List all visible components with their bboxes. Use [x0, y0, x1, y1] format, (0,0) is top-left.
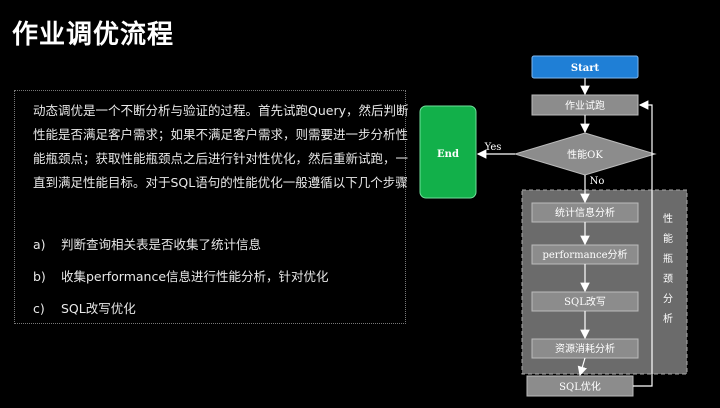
- step-item: c) SQL改写优化: [33, 299, 329, 331]
- bottleneck-char: 析: [663, 312, 673, 325]
- analysis-label: 统计信息分析: [555, 206, 615, 219]
- step-text: 判断查询相关表是否收集了统计信息: [60, 237, 261, 252]
- bottleneck-vertical-label: 性 能 瓶 颈 分 析: [663, 212, 673, 325]
- no-label: No: [590, 176, 605, 187]
- steps-list: a) 判断查询相关表是否收集了统计信息 b) 收集performance信息进行…: [33, 235, 329, 331]
- description-panel: 动态调优是一个不断分析与验证的过程。首先试跑Query，然后判断性能是否满足客户…: [14, 90, 409, 324]
- bottleneck-char: 能: [663, 232, 673, 245]
- yes-label: Yes: [484, 142, 502, 153]
- step-item: a) 判断查询相关表是否收集了统计信息: [33, 235, 329, 267]
- flow-arrows: [476, 78, 653, 387]
- decision-label: 性能OK: [567, 148, 603, 161]
- analysis-label: performance分析: [542, 248, 627, 261]
- sql-optimize-label: SQL优化: [559, 380, 601, 393]
- page-title: 作业调优流程: [12, 20, 175, 50]
- step-marker: b): [33, 269, 46, 284]
- analysis-label: 资源消耗分析: [555, 342, 615, 355]
- start-label: Start: [571, 63, 600, 74]
- trial-run-label: 作业试跑: [565, 99, 605, 112]
- bottleneck-char: 分: [663, 293, 673, 305]
- step-marker: a): [33, 237, 46, 252]
- description-text: 动态调优是一个不断分析与验证的过程。首先试跑Query，然后判断性能是否满足客户…: [33, 103, 409, 190]
- step-text: SQL改写优化: [60, 301, 136, 316]
- bottleneck-char: 颈: [663, 273, 673, 285]
- step-text: 收集performance信息进行性能分析，针对优化: [60, 269, 329, 284]
- step-item: b) 收集performance信息进行性能分析，针对优化: [33, 267, 329, 299]
- bottleneck-char: 瓶: [663, 252, 673, 265]
- end-label: End: [437, 149, 459, 160]
- analysis-label: SQL改写: [564, 295, 606, 308]
- end-node: [419, 105, 477, 199]
- bottleneck-char: 性: [663, 212, 673, 225]
- step-marker: c): [33, 301, 45, 316]
